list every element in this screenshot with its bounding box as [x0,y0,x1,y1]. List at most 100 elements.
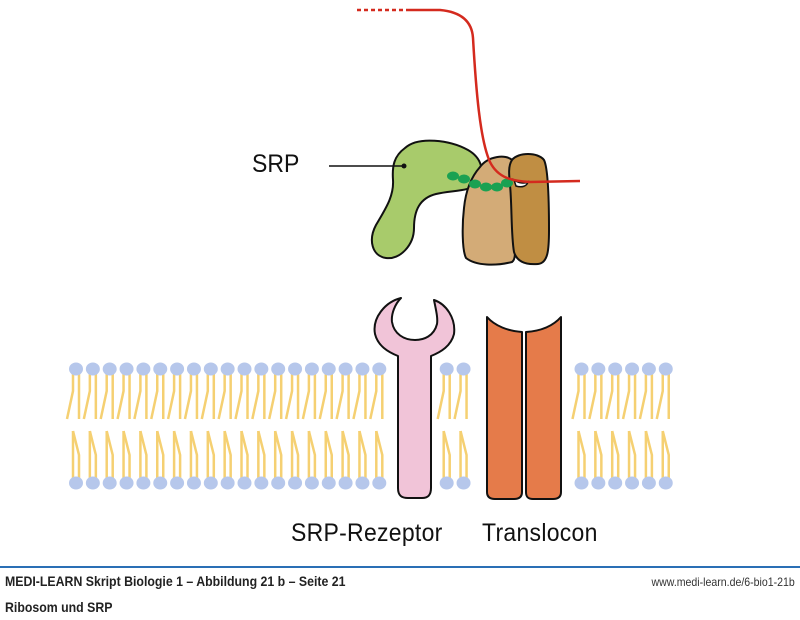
lipid-tail [352,369,361,420]
lipid-tail [577,430,586,483]
lipid-head [237,362,252,376]
lipid-tail [621,369,631,420]
lipid-head [136,476,151,490]
lipid-head [220,362,235,376]
lipid-head [237,476,252,490]
lipid-tail [183,369,193,420]
lipid-tail [156,430,165,483]
lipid-tail [88,430,98,483]
lipid-head [170,362,185,376]
lipid-head [439,362,454,376]
lipid-head [220,476,235,490]
lipid-head [355,476,370,490]
lipid-tail [200,369,210,420]
lipid-tail [436,369,445,420]
lipid-tail [122,430,131,483]
lipid-head [170,476,185,490]
lipid-head [85,362,100,376]
lipid-head [321,476,336,490]
lipid-head [254,362,269,376]
srp-receptor [373,297,456,499]
lipid-tail [610,430,620,483]
lipid-tail [307,430,317,483]
ribosome-small-subunit [508,153,550,266]
lipid-head [69,362,83,376]
lipid-tail [594,430,603,483]
lipid-head [456,362,471,376]
lipid-tail [189,430,199,483]
lipid-tail [206,430,216,483]
lipid-head [321,362,336,376]
lipid-head [608,476,623,490]
lipid-tail [638,369,648,420]
lipid-head [119,476,134,490]
srp-label: SRP [252,150,300,178]
figure-caption-subtitle: Ribosom und SRP [5,599,113,615]
lipid-head [641,362,656,376]
lipid-head [355,362,370,376]
lipid-head [153,362,168,376]
lipid-tail [273,430,283,483]
translocon [486,316,562,500]
lipid-tail [133,369,142,420]
lipid-head [119,362,134,376]
peptide-bead [491,182,503,192]
lipid-tail [459,430,468,483]
lipid-tail [290,430,300,483]
lipid-head [625,476,640,490]
peptide-bead [458,174,470,184]
translocon-label: Translocon [482,519,598,547]
lipid-tail [234,369,243,420]
lipid-tail [99,369,108,420]
lipid-head [338,476,353,490]
lipid-head [608,362,623,376]
srp-pointer-dot [401,163,407,169]
lipid-tail [301,369,311,420]
lipid-tail [284,369,294,420]
srp-ribosome-diagram [65,8,673,500]
lipid-tail [375,430,384,483]
lipid-tail [655,369,664,420]
footer-url[interactable]: www.medi-learn.de/6-bio1-21b [651,575,795,589]
lipid-head [136,362,151,376]
peptide-bead [469,179,481,189]
lipid-tail [116,369,125,420]
lipid-tail [358,430,367,483]
lipid-tail [251,369,260,420]
lipid-head [304,362,319,376]
lipid-head [372,476,387,490]
peptide-bead [480,182,492,192]
lipid-head [439,476,454,490]
lipid-tail [571,369,580,420]
lipid-head [625,362,640,376]
figure-caption-title: MEDI-LEARN Skript Biologie 1 – Abbildung… [5,573,346,589]
lipid-tail [318,369,327,420]
lipid-head [254,476,269,490]
lipid-head [271,476,286,490]
lipid-tail [324,430,333,483]
lipid-head [186,476,201,490]
lipid-tail [369,369,378,420]
lipid-head [591,362,606,376]
srp-particle [370,139,483,260]
lipid-tail [453,369,462,420]
lipid-tail [166,369,176,420]
lipid-tail [335,369,344,420]
lipid-head [338,362,353,376]
lipid-head [372,362,387,376]
lipid-tail [588,369,597,420]
lipid-tail [627,430,637,483]
lipid-tail [257,430,266,483]
peptide-bead [501,178,513,188]
peptide-bead [447,171,459,181]
translocon-left-half [486,316,523,500]
lipid-tail [341,430,350,483]
lipid-head [203,476,218,490]
lipid-head [186,362,201,376]
lipid-head [102,362,117,376]
lipid-head [271,362,286,376]
lipid-tail [217,369,226,420]
lipid-head [288,476,303,490]
lipid-tail [172,430,182,483]
signal-peptide [447,171,513,192]
